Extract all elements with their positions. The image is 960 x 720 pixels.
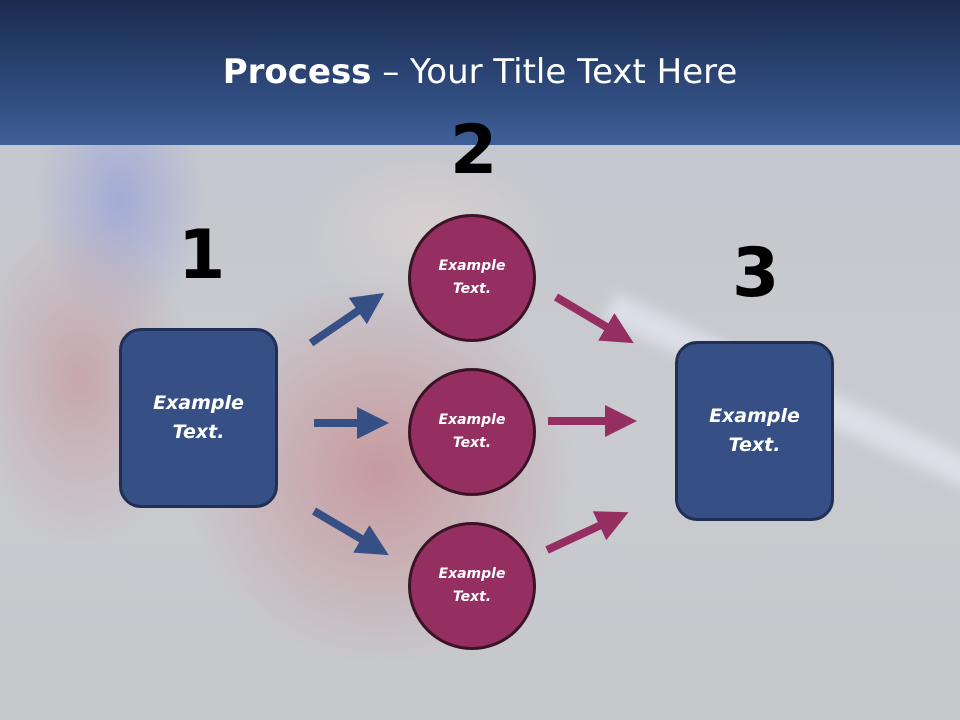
- step-2-circle-middle[interactable]: Example Text.: [408, 368, 536, 496]
- slide-title: Process – Your Title Text Here: [0, 52, 960, 92]
- step-1-label: Example Text.: [153, 392, 244, 443]
- step-3-label: Example Text.: [709, 405, 800, 456]
- arrow-2c-to-3: [545, 511, 629, 554]
- step-2-circle-bottom-label: Example Text.: [438, 566, 506, 605]
- title-rest: – Your Title Text Here: [371, 52, 738, 92]
- step-2-circle-middle-label: Example Text.: [438, 412, 506, 451]
- header-bar: [0, 0, 960, 145]
- arrow-1-to-2a: [308, 292, 385, 347]
- step-number-2: 2: [450, 111, 498, 190]
- title-strong: Process: [222, 52, 372, 92]
- arrow-2a-to-3: [553, 293, 634, 344]
- arrow-1-to-2c: [311, 507, 389, 556]
- step-number-3: 3: [732, 234, 780, 313]
- step-1-box[interactable]: Example Text.: [119, 328, 278, 508]
- step-3-box[interactable]: Example Text.: [675, 341, 834, 521]
- step-number-1: 1: [178, 216, 226, 295]
- step-2-circle-bottom[interactable]: Example Text.: [408, 522, 536, 650]
- step-2-circle-top[interactable]: Example Text.: [408, 214, 536, 342]
- step-2-circle-top-label: Example Text.: [438, 258, 506, 297]
